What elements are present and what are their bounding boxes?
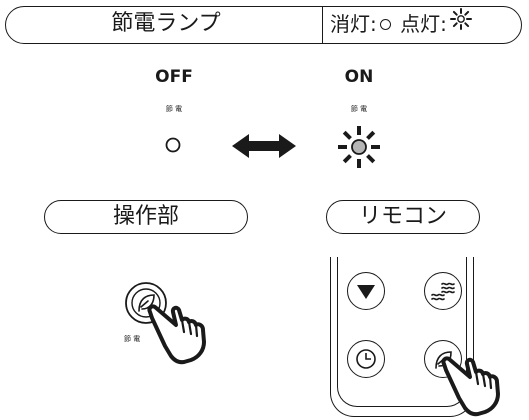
off-lamp-caption: 節 電 (165, 105, 183, 113)
remote-section-label: リモコン (326, 200, 480, 234)
header-legend: 消灯: 点灯: (330, 6, 473, 44)
panel-button-caption: 節 電 (124, 335, 141, 343)
remote-body (330, 257, 474, 417)
on-label: ON (344, 67, 374, 87)
header-divider (322, 6, 323, 44)
down-triangle-icon (357, 285, 375, 299)
lamp-on-icon (338, 126, 380, 168)
remote-timer-button[interactable] (347, 340, 385, 378)
legend-off-label: 消灯: (330, 12, 377, 36)
lamp-off-icon (165, 137, 181, 153)
remote-down-button[interactable] (347, 272, 385, 310)
legend-on-label: 点灯: (400, 12, 447, 36)
remote-pointing-hand-icon (441, 356, 500, 417)
timer-clock-icon (356, 349, 376, 369)
panel-section-label: 操作部 (44, 200, 248, 234)
header-pill (5, 6, 522, 44)
pointing-hand-icon (147, 304, 206, 365)
wind-swing-icon (431, 282, 455, 301)
on-lamp-caption: 節 電 (350, 105, 368, 113)
legend-on-icon (449, 6, 473, 42)
off-label: OFF (155, 67, 193, 87)
header-title: 節電ランプ (111, 11, 221, 36)
double-arrow-icon (232, 134, 296, 158)
remote-swing-button[interactable] (424, 272, 462, 310)
legend-off-icon (379, 18, 391, 30)
remote-inner-panel (337, 257, 467, 407)
